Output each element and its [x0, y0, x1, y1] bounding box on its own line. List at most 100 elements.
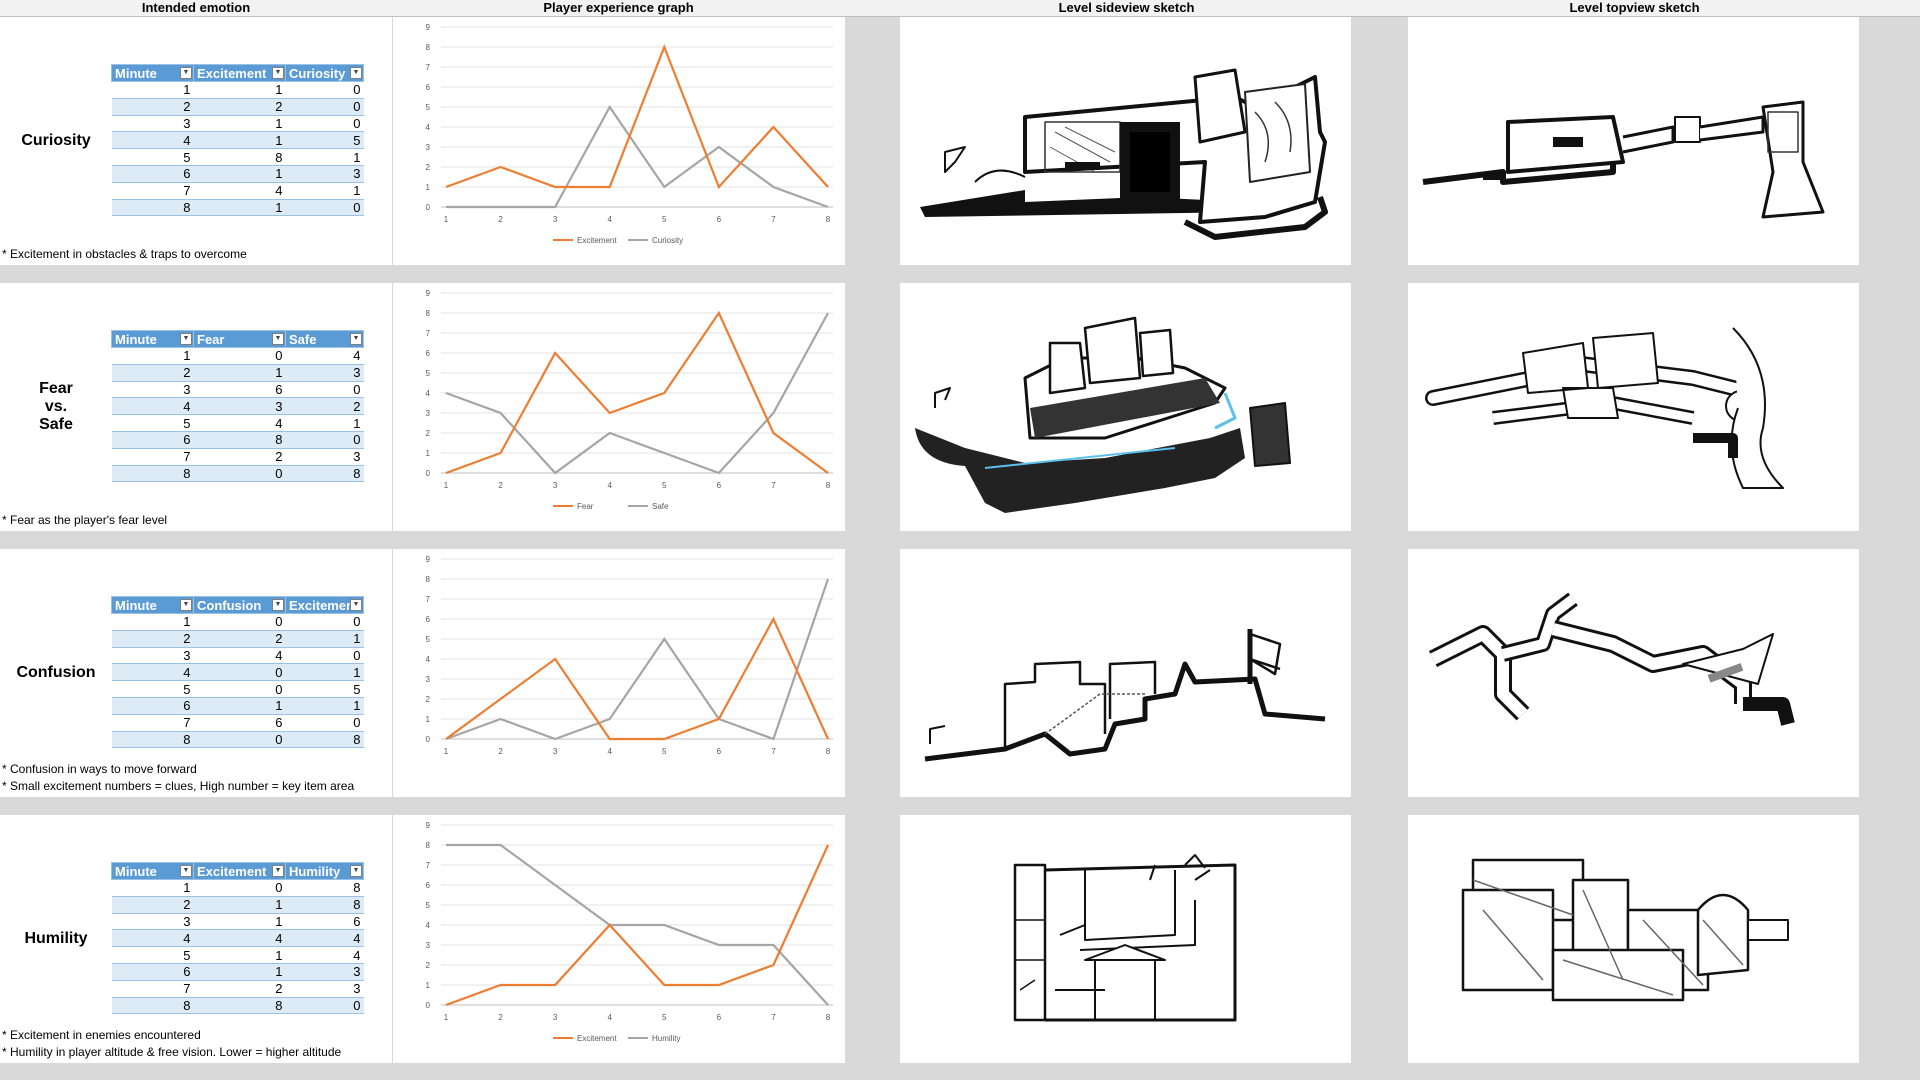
table-cell[interactable]: 0: [193, 680, 286, 698]
table-cell[interactable]: 2: [193, 980, 286, 998]
table-cell[interactable]: 1: [111, 879, 194, 897]
table-cell[interactable]: 8: [111, 997, 194, 1015]
table-cell[interactable]: 2: [111, 364, 194, 382]
table-cell[interactable]: 3: [111, 647, 194, 665]
filter-dropdown-icon[interactable]: ▼: [350, 67, 362, 79]
table-cell[interactable]: 6: [193, 381, 286, 399]
table-cell[interactable]: 1: [193, 896, 286, 914]
table-header-cell[interactable]: Minute▼: [111, 596, 194, 614]
table-header-cell[interactable]: Excitement▼: [193, 862, 286, 880]
table-cell[interactable]: 3: [285, 364, 364, 382]
table-cell[interactable]: 4: [111, 397, 194, 416]
table-cell[interactable]: 3: [111, 115, 194, 133]
table-cell[interactable]: 6: [111, 697, 194, 715]
table-cell[interactable]: 1: [111, 613, 194, 631]
table-cell[interactable]: 0: [285, 115, 364, 133]
table-cell[interactable]: 4: [193, 182, 286, 200]
table-cell[interactable]: 6: [193, 714, 286, 732]
table-cell[interactable]: 4: [193, 929, 286, 948]
table-cell[interactable]: 3: [193, 397, 286, 416]
table-cell[interactable]: 8: [193, 148, 286, 166]
table-cell[interactable]: 6: [111, 431, 194, 449]
table-cell[interactable]: 1: [193, 81, 286, 99]
table-cell[interactable]: 7: [111, 448, 194, 466]
table-cell[interactable]: 2: [193, 630, 286, 648]
filter-dropdown-icon[interactable]: ▼: [180, 599, 192, 611]
filter-dropdown-icon[interactable]: ▼: [180, 67, 192, 79]
table-header-cell[interactable]: Minute▼: [111, 330, 194, 348]
filter-dropdown-icon[interactable]: ▼: [350, 333, 362, 345]
table-cell[interactable]: 6: [111, 165, 194, 183]
table-cell[interactable]: 1: [111, 81, 194, 99]
table-cell[interactable]: 0: [193, 663, 286, 682]
table-cell[interactable]: 1: [193, 913, 286, 931]
filter-dropdown-icon[interactable]: ▼: [180, 865, 192, 877]
table-cell[interactable]: 2: [193, 448, 286, 466]
table-header-cell[interactable]: Safe▼: [285, 330, 364, 348]
filter-dropdown-icon[interactable]: ▼: [272, 333, 284, 345]
table-cell[interactable]: 8: [193, 997, 286, 1015]
table-header-cell[interactable]: Confusion▼: [193, 596, 286, 614]
filter-dropdown-icon[interactable]: ▼: [350, 599, 362, 611]
table-cell[interactable]: 8: [111, 465, 194, 483]
table-cell[interactable]: 0: [193, 465, 286, 483]
table-cell[interactable]: 2: [193, 98, 286, 116]
filter-dropdown-icon[interactable]: ▼: [350, 865, 362, 877]
table-cell[interactable]: 1: [193, 199, 286, 217]
filter-dropdown-icon[interactable]: ▼: [272, 599, 284, 611]
table-cell[interactable]: 0: [285, 613, 364, 631]
filter-dropdown-icon[interactable]: ▼: [272, 865, 284, 877]
table-header-cell[interactable]: Minute▼: [111, 64, 194, 82]
table-cell[interactable]: 1: [285, 182, 364, 200]
table-header-cell[interactable]: Curiosity▼: [285, 64, 364, 82]
table-cell[interactable]: 1: [285, 148, 364, 166]
table-cell[interactable]: 0: [193, 879, 286, 897]
table-cell[interactable]: 3: [285, 963, 364, 981]
table-cell[interactable]: 3: [285, 165, 364, 183]
table-cell[interactable]: 5: [285, 131, 364, 150]
table-cell[interactable]: 8: [193, 431, 286, 449]
table-header-cell[interactable]: Minute▼: [111, 862, 194, 880]
table-cell[interactable]: 1: [193, 697, 286, 715]
table-cell[interactable]: 5: [111, 680, 194, 698]
table-cell[interactable]: 1: [193, 946, 286, 964]
table-cell[interactable]: 1: [285, 663, 364, 682]
table-cell[interactable]: 1: [285, 414, 364, 432]
table-cell[interactable]: 7: [111, 980, 194, 998]
table-cell[interactable]: 0: [285, 714, 364, 732]
table-cell[interactable]: 0: [285, 381, 364, 399]
table-cell[interactable]: 4: [285, 946, 364, 964]
table-cell[interactable]: 1: [193, 115, 286, 133]
table-cell[interactable]: 4: [111, 131, 194, 150]
table-cell[interactable]: 1: [193, 963, 286, 981]
table-cell[interactable]: 2: [111, 896, 194, 914]
table-cell[interactable]: 0: [193, 613, 286, 631]
table-cell[interactable]: 5: [111, 148, 194, 166]
table-cell[interactable]: 2: [111, 630, 194, 648]
table-cell[interactable]: 0: [193, 731, 286, 749]
table-cell[interactable]: 8: [285, 896, 364, 914]
table-cell[interactable]: 0: [193, 347, 286, 365]
table-cell[interactable]: 1: [285, 630, 364, 648]
filter-dropdown-icon[interactable]: ▼: [180, 333, 192, 345]
table-cell[interactable]: 0: [285, 199, 364, 217]
table-cell[interactable]: 8: [111, 731, 194, 749]
filter-dropdown-icon[interactable]: ▼: [272, 67, 284, 79]
table-cell[interactable]: 7: [111, 714, 194, 732]
table-cell[interactable]: 0: [285, 98, 364, 116]
table-cell[interactable]: 8: [285, 879, 364, 897]
table-cell[interactable]: 5: [285, 680, 364, 698]
table-cell[interactable]: 1: [193, 364, 286, 382]
table-cell[interactable]: 3: [111, 913, 194, 931]
table-cell[interactable]: 1: [193, 131, 286, 150]
table-cell[interactable]: 3: [285, 980, 364, 998]
table-cell[interactable]: 4: [285, 929, 364, 948]
table-header-cell[interactable]: Fear▼: [193, 330, 286, 348]
table-cell[interactable]: 3: [111, 381, 194, 399]
table-cell[interactable]: 0: [285, 81, 364, 99]
table-cell[interactable]: 8: [285, 731, 364, 749]
table-cell[interactable]: 4: [193, 414, 286, 432]
table-cell[interactable]: 4: [193, 647, 286, 665]
table-cell[interactable]: 0: [285, 431, 364, 449]
table-cell[interactable]: 2: [285, 397, 364, 416]
